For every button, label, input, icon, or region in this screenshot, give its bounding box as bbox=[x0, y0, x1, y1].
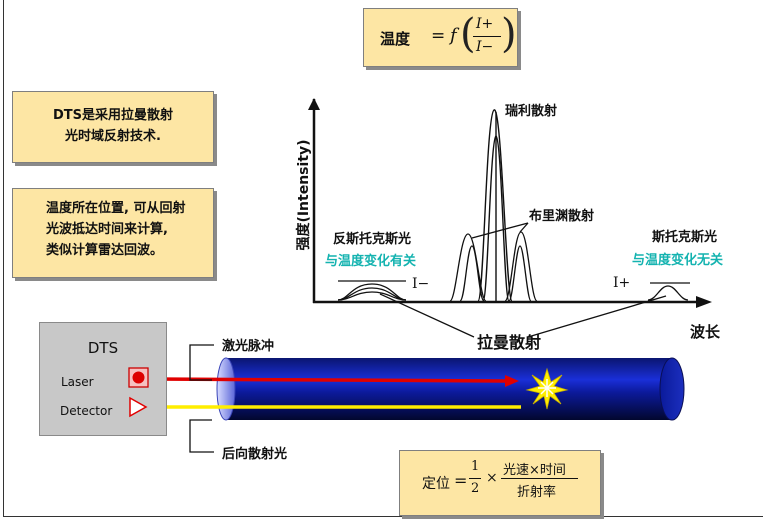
formula-temp-lhs: 温度 bbox=[380, 30, 411, 48]
chart-y-axis-label-text: 强度(Intensity) bbox=[296, 139, 312, 251]
formula-pos-half-den: 2 bbox=[471, 481, 480, 496]
optical-fiber-end bbox=[659, 357, 685, 421]
dts-device-title: DTS bbox=[87, 339, 119, 357]
formula-temp-func: f bbox=[450, 25, 457, 46]
formula-pos-frac-den: 折射率 bbox=[517, 485, 557, 500]
chart-x-axis-label: 波长 bbox=[690, 323, 721, 341]
stokes-note: 与温度变化无关 bbox=[632, 253, 724, 268]
brillouin-pointer-branch bbox=[519, 222, 529, 233]
laser-pulse-arrowhead bbox=[505, 375, 519, 387]
scatter-burst-icon bbox=[525, 367, 569, 410]
backscatter-callout-line bbox=[189, 419, 214, 453]
rayleigh-peak bbox=[477, 109, 513, 302]
formula-pos-frac-num: 光速×时间 bbox=[503, 463, 566, 478]
brillouin-pointer-line bbox=[471, 222, 529, 239]
anti-stokes-note: 与温度变化有关 bbox=[325, 254, 417, 269]
optical-fiber-body bbox=[226, 358, 674, 420]
formula-pos-half-num: 1 bbox=[471, 459, 480, 474]
optical-fiber-entrance bbox=[216, 357, 236, 421]
formula-pos-frac-bar bbox=[501, 478, 578, 479]
formula-pos-times: × bbox=[486, 470, 498, 486]
backscatter-label: 后向散射光 bbox=[222, 447, 288, 462]
chart-y-axis-label: 强度(Intensity) bbox=[284, 135, 314, 265]
formula-temp-fraction-bar bbox=[473, 36, 501, 37]
info-box-temp-line3: 类似计算雷达回波。 bbox=[46, 243, 164, 258]
laser-pulse-callout-line bbox=[189, 344, 214, 381]
frame-bottom-line bbox=[3, 516, 763, 517]
stokes-peak bbox=[647, 282, 690, 301]
dts-device: DTS Laser Detector bbox=[39, 322, 167, 436]
raman-pointer-right bbox=[527, 295, 667, 338]
info-box-dts-line1: DTS是采用拉曼散射 bbox=[52, 108, 174, 123]
info-box-temperature-position: 温度所在位置, 可从回射 光波抵达时间来计算, 类似计算雷达回波。 bbox=[12, 188, 214, 278]
laser-label: Laser bbox=[61, 375, 94, 389]
detector-label: Detector bbox=[60, 404, 113, 418]
rayleigh-label: 瑞利散射 bbox=[505, 104, 558, 119]
raman-pointer-left bbox=[379, 293, 475, 338]
formula-temp-eq: = bbox=[431, 26, 446, 46]
formula-pos-eq: = bbox=[454, 471, 468, 490]
frame-left-line bbox=[3, 0, 4, 516]
formula-temp-left-paren: ( bbox=[460, 11, 476, 57]
stokes-label: 斯托克斯光 bbox=[652, 230, 718, 245]
formula-temp-numerator: I+ bbox=[476, 16, 494, 32]
info-box-temp-line1: 温度所在位置, 可从回射 bbox=[46, 201, 186, 216]
chart-y-axis-arrowhead bbox=[308, 98, 320, 110]
formula-pos-lhs: 定位 bbox=[422, 476, 450, 492]
info-box-temp-line2: 光波抵达时间来计算, bbox=[46, 222, 168, 237]
raman-label: 拉曼散射 bbox=[477, 333, 542, 352]
i-minus-label: I− bbox=[412, 276, 430, 292]
formula-temp-right-paren: ) bbox=[501, 11, 517, 57]
brillouin-peaks bbox=[449, 231, 538, 302]
info-box-dts: DTS是采用拉曼散射 光时域反射技术. bbox=[12, 91, 214, 163]
info-box-dts-line2: 光时域反射技术. bbox=[65, 129, 161, 144]
formula-temp-denominator: I− bbox=[476, 39, 494, 55]
chart-x-axis-arrowhead bbox=[696, 296, 712, 308]
formula-pos-half-bar bbox=[469, 478, 481, 479]
laser-pulse-label: 激光脉冲 bbox=[222, 339, 275, 354]
anti-stokes-label: 反斯托克斯光 bbox=[333, 232, 412, 247]
position-formula: 定位 = 1 2 × 光速×时间 折射率 bbox=[399, 450, 601, 516]
anti-stokes-peak bbox=[337, 280, 407, 301]
laser-pulse-arrow bbox=[152, 377, 507, 383]
temperature-formula: 温度 = f ( I+ I− ) bbox=[363, 8, 518, 67]
brillouin-label: 布里渊散射 bbox=[529, 209, 595, 224]
i-plus-label: I+ bbox=[613, 275, 631, 291]
